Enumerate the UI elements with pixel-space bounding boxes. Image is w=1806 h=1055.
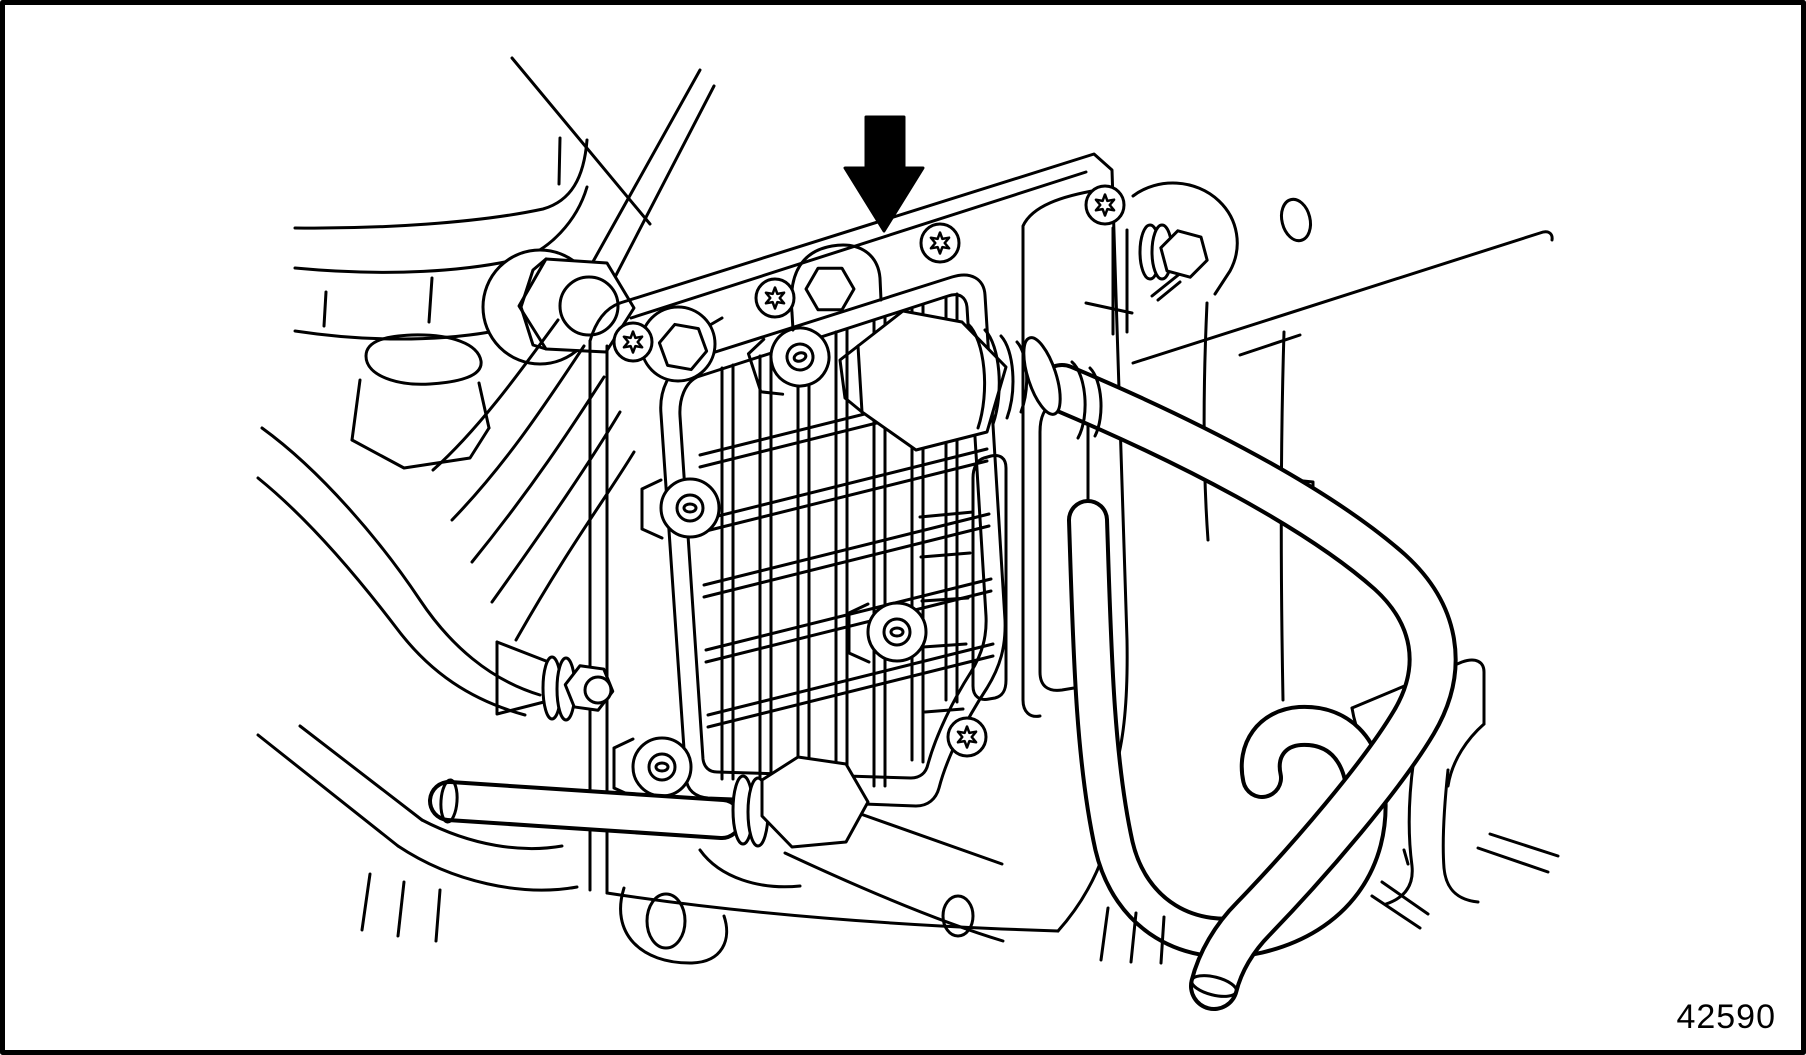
engine-block-lines xyxy=(256,56,716,943)
figure-number: 42590 xyxy=(1676,998,1776,1036)
fastener-icons xyxy=(495,181,1239,799)
engine-bottom-lines xyxy=(619,810,1005,965)
hose-lines xyxy=(428,309,1458,1011)
down-arrow-icon xyxy=(843,115,925,233)
frame-rail-lines xyxy=(1131,197,1560,930)
